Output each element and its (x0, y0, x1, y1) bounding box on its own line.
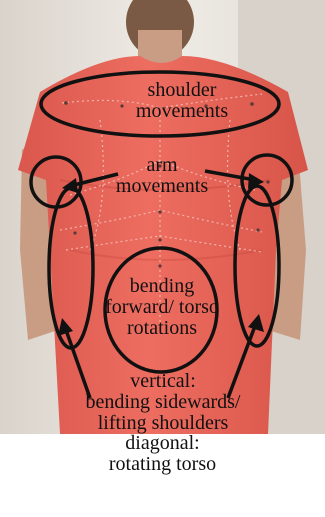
shoulder-label: shoulder movements (136, 80, 228, 122)
back-photo: shoulder movements arm movements bending… (0, 0, 325, 434)
caption: diagonal: rotating torso (0, 433, 325, 474)
arm-label: arm movements (116, 155, 208, 197)
photo-illustration (0, 0, 325, 434)
caption-line-2: rotating torso (0, 454, 325, 475)
bending-label: bending forward/ torso rotations (105, 276, 219, 339)
caption-line-1: diagonal: (0, 433, 325, 454)
vertical-label: vertical: bending sidewards/ lifting sho… (86, 371, 241, 434)
